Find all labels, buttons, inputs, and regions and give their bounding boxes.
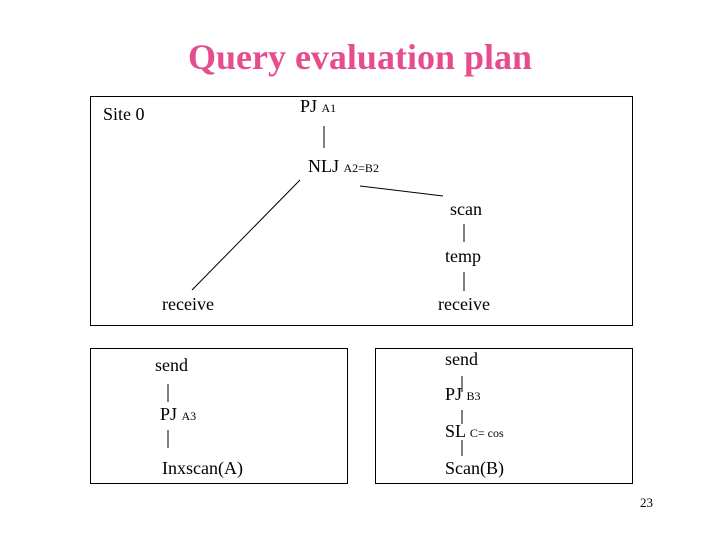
edge-nlj-scan xyxy=(359,185,444,197)
node-send-left: send xyxy=(155,355,188,375)
node-send-right: send xyxy=(445,349,478,369)
node-inxscan-a: Inxscan(A) xyxy=(162,458,243,478)
edge-nlj-receive-left xyxy=(191,179,301,291)
node-nlj: NLJ A2=B2 xyxy=(308,156,379,177)
node-pj-b3: PJ B3 xyxy=(445,384,481,405)
left-site-box xyxy=(90,348,348,484)
node-sl-sub: C= cos xyxy=(469,426,504,440)
node-temp: temp xyxy=(445,246,481,266)
node-scan-temp: scan xyxy=(450,199,482,219)
node-pj-b3-sub: B3 xyxy=(466,389,481,403)
node-pj-b3-op: PJ xyxy=(445,384,463,404)
node-pj-a3: PJ A3 xyxy=(160,404,196,425)
node-pj-a1: PJ A1 xyxy=(300,96,336,117)
node-scan-b: Scan(B) xyxy=(445,458,504,478)
node-pj-a1-op: PJ xyxy=(300,96,318,116)
slide-title: Query evaluation plan xyxy=(187,37,533,77)
node-pj-a3-sub: A3 xyxy=(181,409,197,423)
node-sl-op: SL xyxy=(445,421,466,441)
site-0-label: Site 0 xyxy=(103,104,145,124)
node-pj-a3-op: PJ xyxy=(160,404,178,424)
node-receive-left: receive xyxy=(162,294,214,314)
site-0-box xyxy=(90,96,633,326)
node-nlj-sub: A2=B2 xyxy=(343,161,379,175)
node-pj-a1-sub: A1 xyxy=(321,101,337,115)
page-number: 23 xyxy=(640,495,653,510)
node-sl: SL C= cos xyxy=(445,421,504,442)
node-receive-right: receive xyxy=(438,294,490,314)
node-nlj-op: NLJ xyxy=(308,156,339,176)
right-site-box xyxy=(375,348,633,484)
